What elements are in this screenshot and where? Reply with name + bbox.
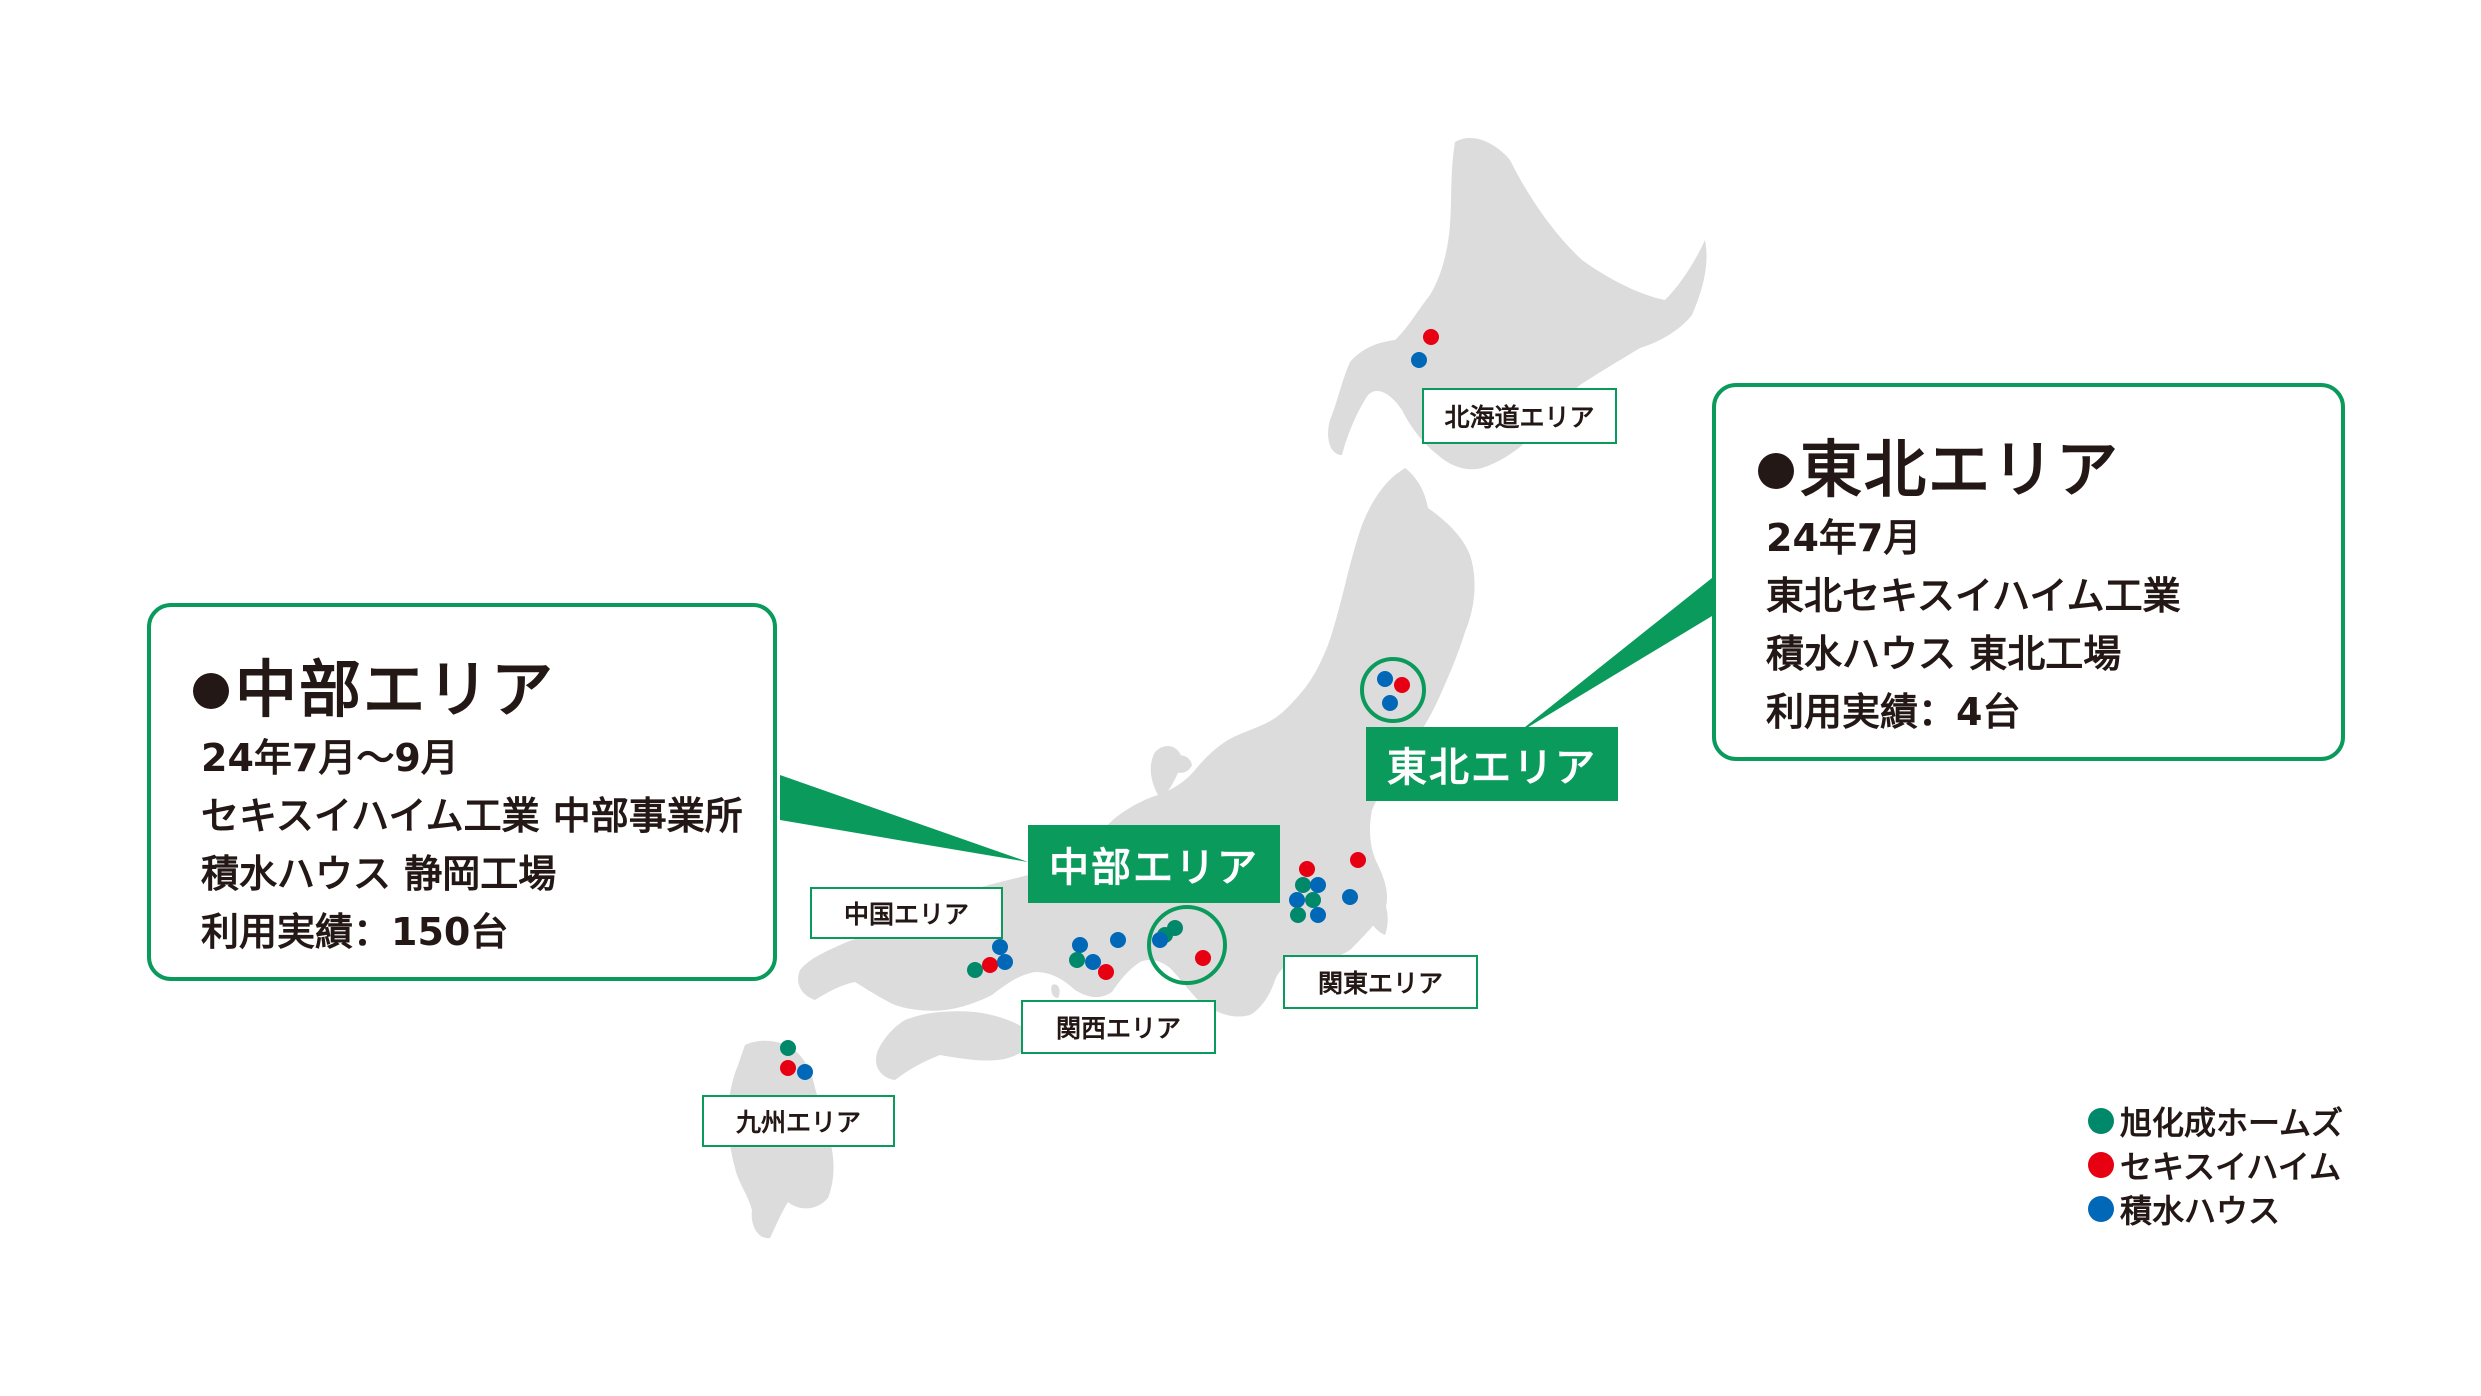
kansai-area-label: 関西エリア — [1021, 1000, 1216, 1054]
dot-asahi-kasei — [780, 1040, 796, 1056]
tohoku-highlight-ring — [1360, 657, 1426, 723]
chubu-factory-2: 積水ハウス 静岡工場 — [201, 852, 557, 896]
chubu-callout-pointer — [780, 775, 1028, 862]
dot-sekisui-house — [797, 1064, 813, 1080]
legend-item-sekisui-house: 積水ハウス — [2088, 1186, 2280, 1232]
dot-sekisui-heim — [1195, 950, 1211, 966]
dot-asahi-kasei — [1069, 952, 1085, 968]
kanto-area-label: 関東エリア — [1283, 955, 1478, 1009]
dot-sekisui-heim — [780, 1060, 796, 1076]
chubu-highlight-ring — [1147, 905, 1227, 985]
chubu-factory-1: セキスイハイム工業 中部事業所 — [201, 794, 743, 838]
legend-dot-icon — [2088, 1152, 2114, 1178]
hokkaido-area-label: 北海道エリア — [1422, 388, 1617, 444]
chubu-callout-title: 中部エリア — [193, 639, 555, 729]
awaji-island — [1051, 984, 1060, 998]
dot-sekisui-heim — [1299, 861, 1315, 877]
dot-sekisui-house — [1072, 937, 1088, 953]
kyushu-area-label: 九州エリア — [702, 1095, 895, 1147]
dot-sekisui-house — [1382, 695, 1398, 711]
chugoku-area-label: 中国エリア — [810, 887, 1003, 939]
hokkaido-island — [1328, 138, 1707, 470]
dot-sekisui-heim — [1423, 329, 1439, 345]
dot-sekisui-heim — [1098, 964, 1114, 980]
legend-dot-icon — [2088, 1196, 2114, 1222]
bullet-icon — [193, 673, 229, 709]
dot-asahi-kasei — [967, 962, 983, 978]
dot-sekisui-house — [992, 939, 1008, 955]
legend-dot-icon — [2088, 1108, 2114, 1134]
dot-sekisui-heim — [982, 957, 998, 973]
boso-peninsula — [1362, 880, 1388, 935]
tohoku-period: 24年7月 — [1766, 516, 1922, 560]
tohoku-usage: 利用実績：4台 — [1766, 690, 2021, 734]
dot-sekisui-heim — [1350, 852, 1366, 868]
dot-sekisui-house — [1310, 907, 1326, 923]
bullet-icon — [1758, 453, 1794, 489]
tohoku-callout-pointer — [1515, 570, 1722, 735]
dot-sekisui-house — [1085, 954, 1101, 970]
dot-sekisui-house — [1152, 932, 1168, 948]
izu-peninsula — [1220, 950, 1238, 1000]
tohoku-callout: 東北エリア 24年7月 東北セキスイハイム工業 積水ハウス 東北工場 利用実績：… — [1712, 383, 2345, 761]
tohoku-factory-1: 東北セキスイハイム工業 — [1766, 574, 2181, 618]
dot-sekisui-house — [1110, 932, 1126, 948]
chubu-callout: 中部エリア 24年7月～9月 セキスイハイム工業 中部事業所 積水ハウス 静岡工… — [147, 603, 777, 981]
dot-sekisui-house — [1310, 877, 1326, 893]
dot-sekisui-house — [1342, 889, 1358, 905]
dot-asahi-kasei — [1305, 892, 1321, 908]
legend-item-asahi: 旭化成ホームズ — [2088, 1098, 2343, 1144]
chubu-usage: 利用実績：150台 — [201, 910, 509, 954]
legend-item-sekisui-heim: セキスイハイム — [2088, 1142, 2341, 1188]
shikoku-island — [875, 1011, 1035, 1080]
dot-sekisui-house — [1377, 671, 1393, 687]
dot-sekisui-house — [1411, 352, 1427, 368]
factory-dots — [780, 329, 1439, 1080]
dot-asahi-kasei — [1290, 907, 1306, 923]
tohoku-callout-title: 東北エリア — [1758, 419, 2120, 509]
tohoku-map-tag: 東北エリア — [1366, 727, 1618, 801]
dot-sekisui-heim — [1394, 677, 1410, 693]
tohoku-factory-2: 積水ハウス 東北工場 — [1766, 632, 2122, 676]
dot-sekisui-house — [1289, 892, 1305, 908]
dot-sekisui-house — [997, 954, 1013, 970]
sado-island — [1170, 755, 1192, 773]
dot-asahi-kasei — [1295, 877, 1311, 893]
chubu-map-tag: 中部エリア — [1028, 825, 1280, 903]
chubu-period: 24年7月～9月 — [201, 736, 459, 780]
